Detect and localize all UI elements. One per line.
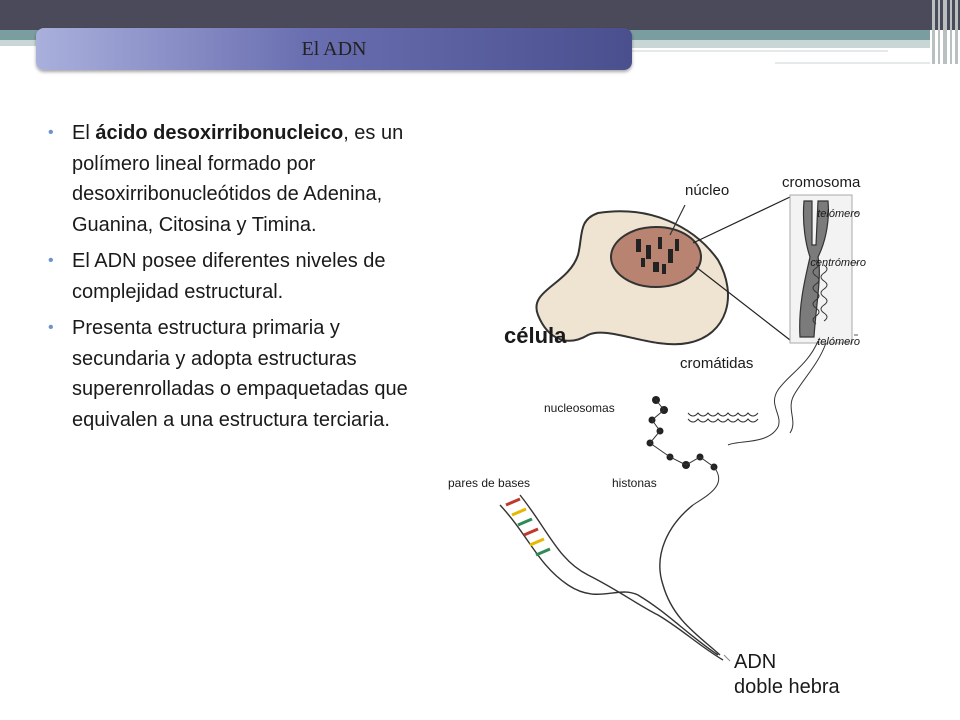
header-line <box>632 50 888 52</box>
bullet-item: Presenta estructura primaria y secundari… <box>44 313 424 435</box>
header-stripe-left <box>0 40 40 46</box>
label-telomero-top: telómero <box>817 208 860 220</box>
dna-structure-diagram: núcleo célula cromosoma telómero centróm… <box>448 174 866 698</box>
top-bar <box>0 0 960 30</box>
chromatin-fiber <box>727 340 827 446</box>
slide-title-tab: El ADN <box>36 28 632 70</box>
label-telomero-bottom: telómero <box>817 336 860 348</box>
decorative-bars <box>930 0 960 70</box>
bullet-list: El ácido desoxirribonucleico, es un polí… <box>44 118 424 441</box>
chromosomes-in-nucleus <box>636 237 679 274</box>
label-histonas: histonas <box>612 476 657 490</box>
nucleosome-beads <box>646 396 718 471</box>
label-nucleosomas: nucleosomas <box>544 401 615 415</box>
label-pares-de-bases: pares de bases <box>448 476 530 490</box>
label-adn: ADN <box>734 651 776 673</box>
header-stripe-right <box>630 40 930 48</box>
nucleus-shape <box>610 226 702 288</box>
slide-title: El ADN <box>301 37 367 60</box>
bullet-item: El ácido desoxirribonucleico, es un polí… <box>44 118 424 240</box>
label-cromatidas: cromátidas <box>680 355 753 372</box>
label-centromero: centrómero <box>810 257 866 269</box>
chromatin-coil <box>812 259 828 325</box>
header-line-short <box>775 62 930 64</box>
label-celula: célula <box>504 323 567 348</box>
base-pairs <box>505 497 551 557</box>
bullet-item: El ADN posee diferentes niveles de compl… <box>44 246 424 307</box>
linker-dna <box>649 399 720 506</box>
label-cromosoma: cromosoma <box>782 174 861 191</box>
label-doble-hebra: doble hebra <box>734 676 841 698</box>
coiled-fiber <box>687 412 759 423</box>
label-nucleo: núcleo <box>685 182 729 199</box>
dna-double-helix <box>499 494 724 661</box>
